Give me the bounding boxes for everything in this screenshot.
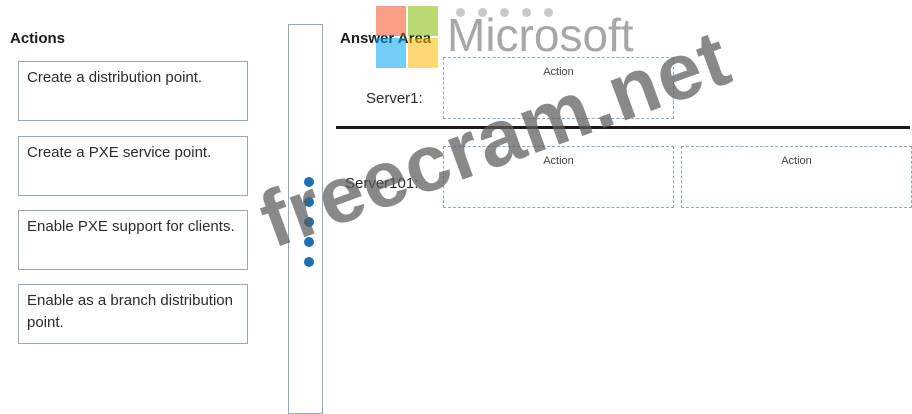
microsoft-watermark: Microsoft	[447, 9, 634, 61]
actions-heading: Actions	[10, 30, 66, 47]
server101-action-slot-1[interactable]: Action	[443, 146, 674, 208]
action-label: Enable PXE support for clients.	[27, 218, 235, 235]
server101-label: Server101:	[345, 175, 419, 192]
action-enable-branch-distribution-point[interactable]: Enable as a branch distribution point.	[18, 284, 248, 344]
watermark-dots-icon	[456, 4, 566, 22]
divider-line	[336, 126, 910, 129]
action-label: Create a distribution point.	[27, 69, 203, 86]
logo-blue-square	[376, 38, 406, 68]
handle-dot-icon	[304, 177, 314, 187]
action-enable-pxe-support[interactable]: Enable PXE support for clients.	[18, 210, 248, 270]
logo-green-square	[408, 6, 438, 36]
slot-label: Action	[781, 155, 812, 167]
handle-dot-icon	[304, 257, 314, 267]
server1-action-slot[interactable]: Action	[443, 57, 674, 119]
server101-action-slot-2[interactable]: Action	[681, 146, 912, 208]
slot-label: Action	[543, 155, 574, 167]
logo-red-square	[376, 6, 406, 36]
handle-dot-icon	[304, 197, 314, 207]
handle-dot-icon	[304, 217, 314, 227]
action-label: Enable as a branch distribution point.	[27, 292, 233, 331]
server1-label: Server1:	[366, 90, 423, 107]
action-create-distribution-point[interactable]: Create a distribution point.	[18, 61, 248, 121]
logo-yellow-square	[408, 38, 438, 68]
handle-dot-icon	[304, 237, 314, 247]
microsoft-logo-icon	[376, 6, 438, 68]
action-create-pxe-service-point[interactable]: Create a PXE service point.	[18, 136, 248, 196]
slot-label: Action	[543, 66, 574, 78]
action-label: Create a PXE service point.	[27, 144, 212, 161]
